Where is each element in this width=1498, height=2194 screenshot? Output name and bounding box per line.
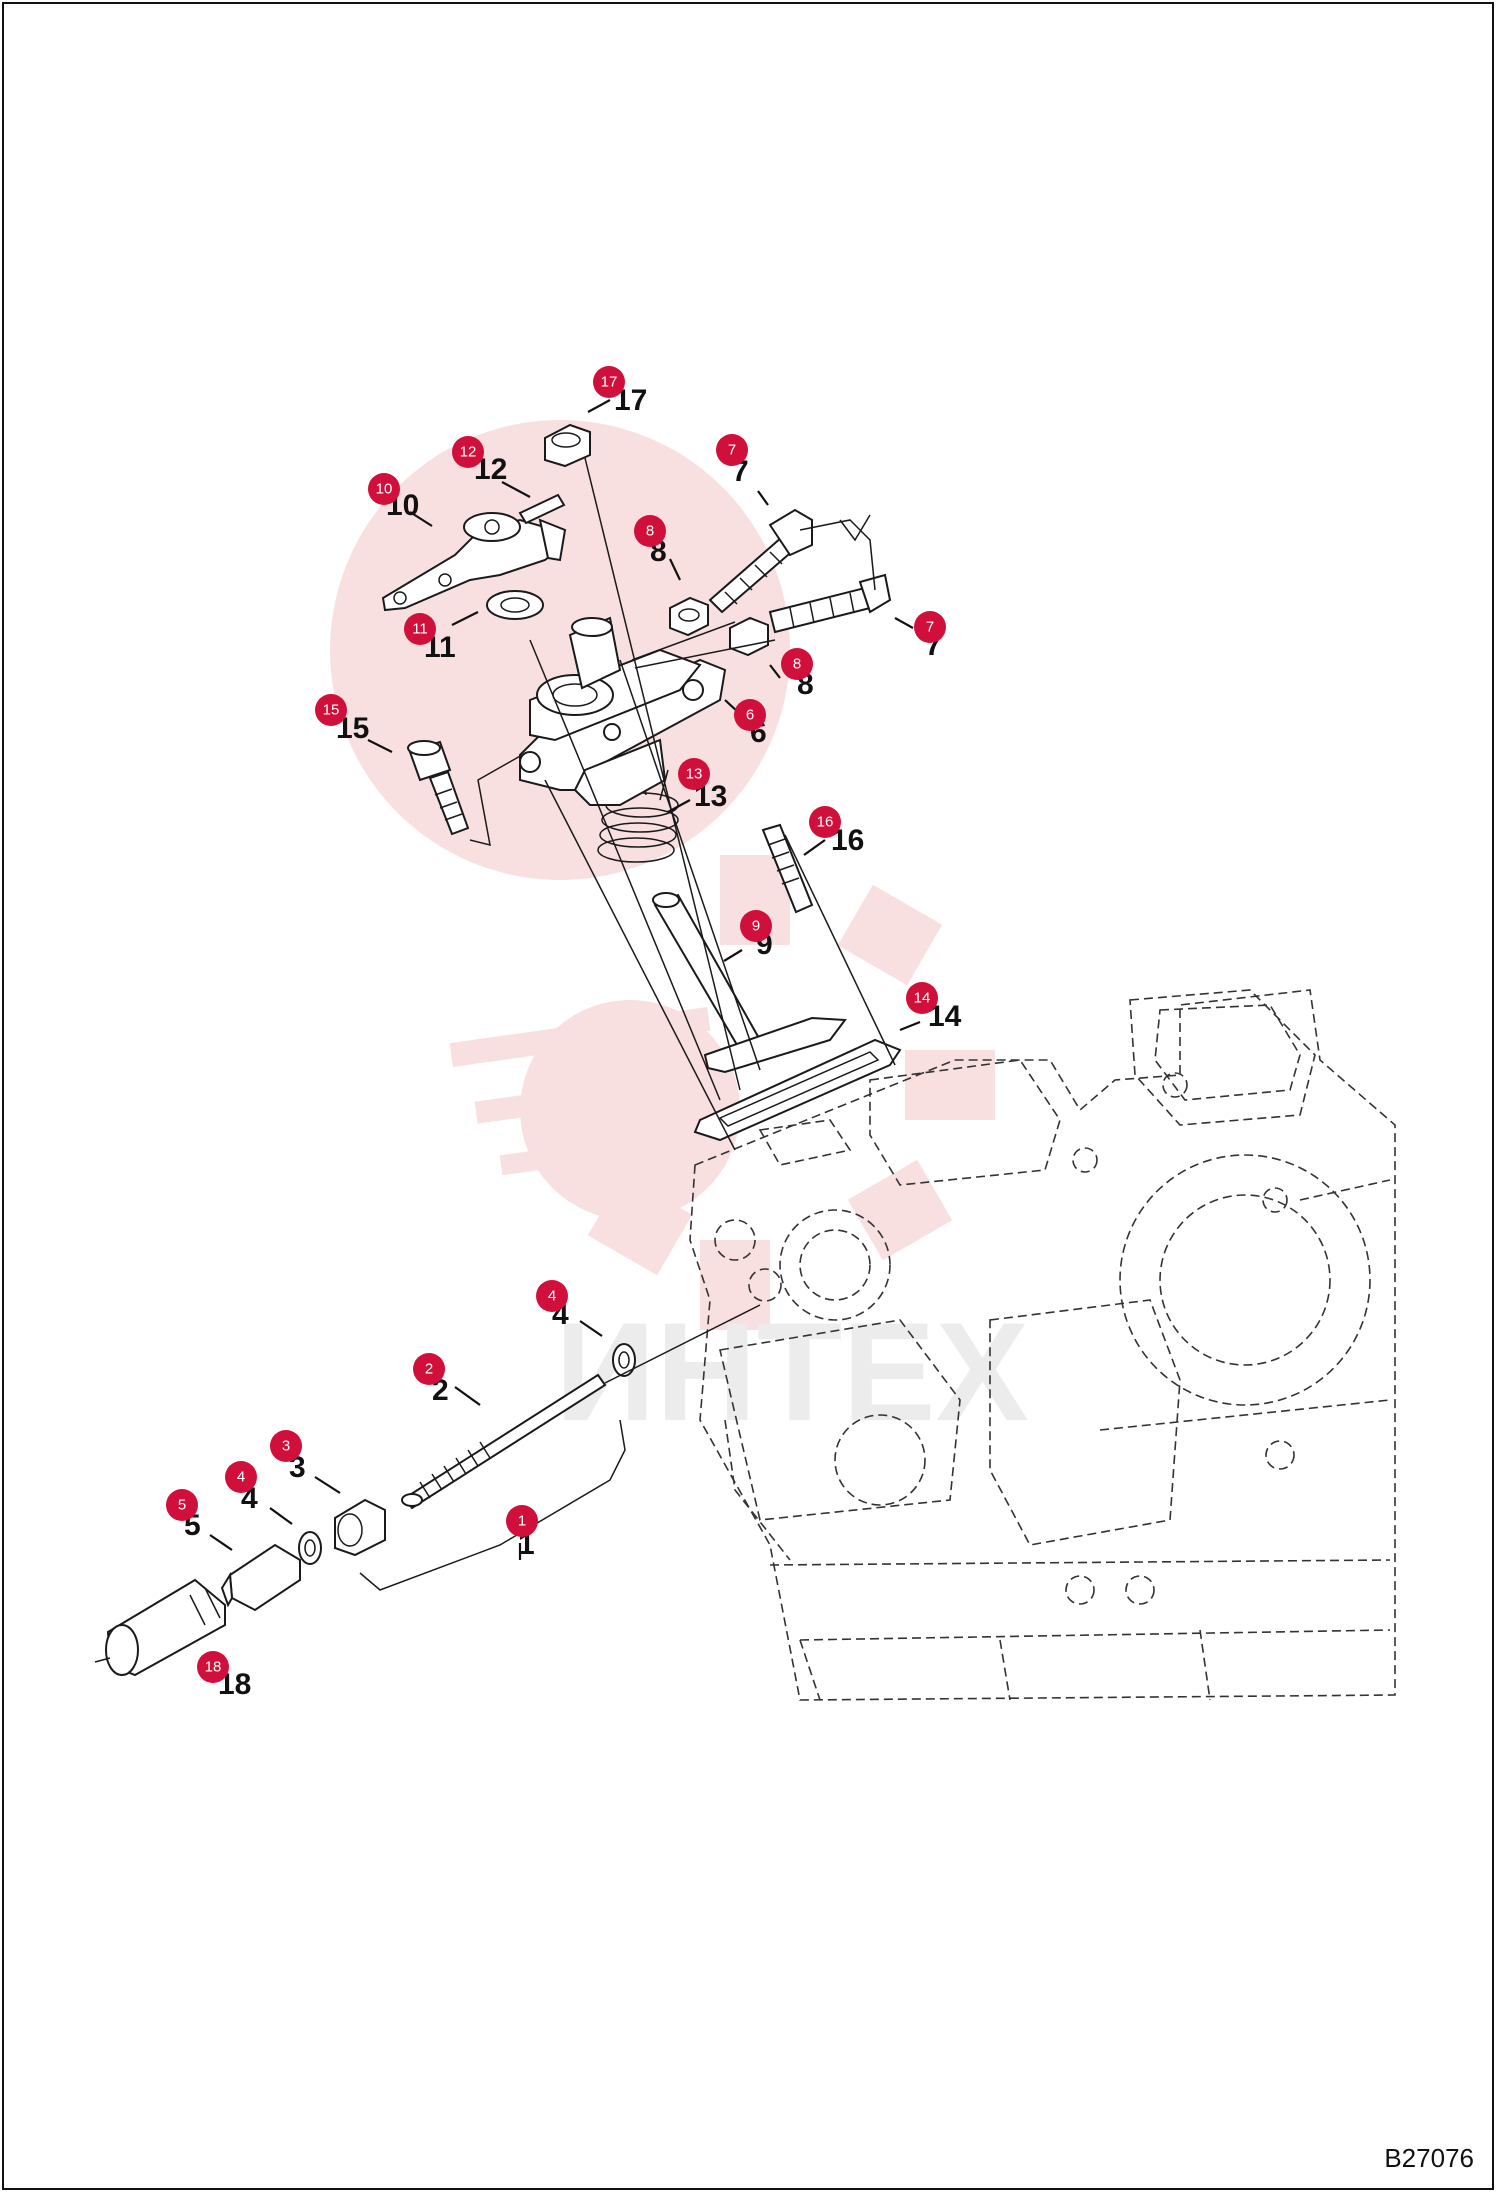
nut-3-part (334, 1498, 386, 1557)
badge-2: 2 (413, 1353, 445, 1385)
svg-text:14: 14 (914, 990, 931, 1007)
alignment-lines (529, 457, 896, 1151)
svg-text:5: 5 (178, 1497, 186, 1514)
bolt-7b-part (768, 573, 892, 634)
badge-11: 11 (404, 613, 436, 645)
badge-15: 15 (315, 694, 347, 726)
badge-1: 1 (506, 1505, 538, 1537)
svg-text:16: 16 (817, 814, 834, 831)
engine-block (689, 989, 1396, 1701)
badge-12: 12 (452, 436, 484, 468)
svg-text:10: 10 (376, 481, 393, 498)
boot-18-part (94, 1578, 226, 1677)
badge-7a: 7 (716, 434, 748, 466)
svg-text:11: 11 (412, 621, 428, 638)
badge-13: 13 (678, 758, 710, 790)
stud-16-part (761, 823, 814, 914)
washer-4b-part (612, 1343, 636, 1377)
svg-text:13: 13 (686, 766, 703, 783)
svg-text:17: 17 (601, 374, 618, 391)
svg-text:18: 18 (205, 1659, 222, 1676)
leader-lines (209, 399, 921, 1560)
badge-10: 10 (368, 473, 400, 505)
nut-8b-part (729, 616, 769, 657)
svg-text:7: 7 (728, 442, 736, 459)
washer-4a-part (298, 1531, 322, 1565)
svg-text:8: 8 (646, 523, 654, 540)
badge-3: 3 (270, 1430, 302, 1462)
bolt-7a-part (708, 508, 813, 614)
rod-axis-line (604, 1304, 761, 1384)
svg-text:4: 4 (237, 1469, 245, 1486)
svg-text:15: 15 (323, 702, 340, 719)
badge-8b: 8 (781, 648, 813, 680)
svg-text:6: 6 (746, 707, 754, 724)
nut-8a-part (669, 596, 709, 637)
badge-6: 6 (734, 699, 766, 731)
svg-text:2: 2 (425, 1361, 433, 1378)
badge-4b: 4 (536, 1280, 568, 1312)
watermark-text: ИНТЕХ (555, 1293, 1029, 1450)
badge-16: 16 (809, 806, 841, 838)
badge-7b: 7 (914, 611, 946, 643)
badge-5: 5 (166, 1489, 198, 1521)
badge-18: 18 (197, 1651, 229, 1683)
svg-text:9: 9 (752, 918, 760, 935)
bolt-15-part (407, 740, 470, 836)
cap-5-part (220, 1543, 301, 1612)
svg-text:7: 7 (926, 619, 934, 636)
washer-11-part (486, 590, 544, 620)
rod-bracket-line (359, 1419, 626, 1591)
bolt-link-line (799, 514, 876, 591)
svg-text:1: 1 (518, 1513, 526, 1530)
gasket-part (693, 1038, 902, 1142)
badge-8a: 8 (634, 515, 666, 547)
lever-10-part (381, 512, 567, 612)
rod-2-part (401, 1373, 607, 1510)
bracket-line (469, 754, 523, 847)
badge-17: 17 (593, 366, 625, 398)
badge-4a: 4 (225, 1461, 257, 1493)
callout-badges: 1 2 3 4 4 5 6 7 7 8 8 9 10 11 12 13 14 1… (166, 366, 946, 1683)
nut-17-part (544, 423, 591, 468)
pin-12-part (518, 493, 566, 525)
diagram-code: B27076 (1384, 2143, 1474, 2173)
badge-14: 14 (906, 982, 938, 1014)
svg-text:4: 4 (548, 1288, 556, 1305)
svg-text:8: 8 (793, 656, 801, 673)
lever-shaft-part (652, 892, 847, 1074)
housing-part (519, 616, 727, 806)
badge-9: 9 (740, 910, 772, 942)
svg-text:12: 12 (460, 444, 477, 461)
svg-text:3: 3 (282, 1438, 290, 1455)
